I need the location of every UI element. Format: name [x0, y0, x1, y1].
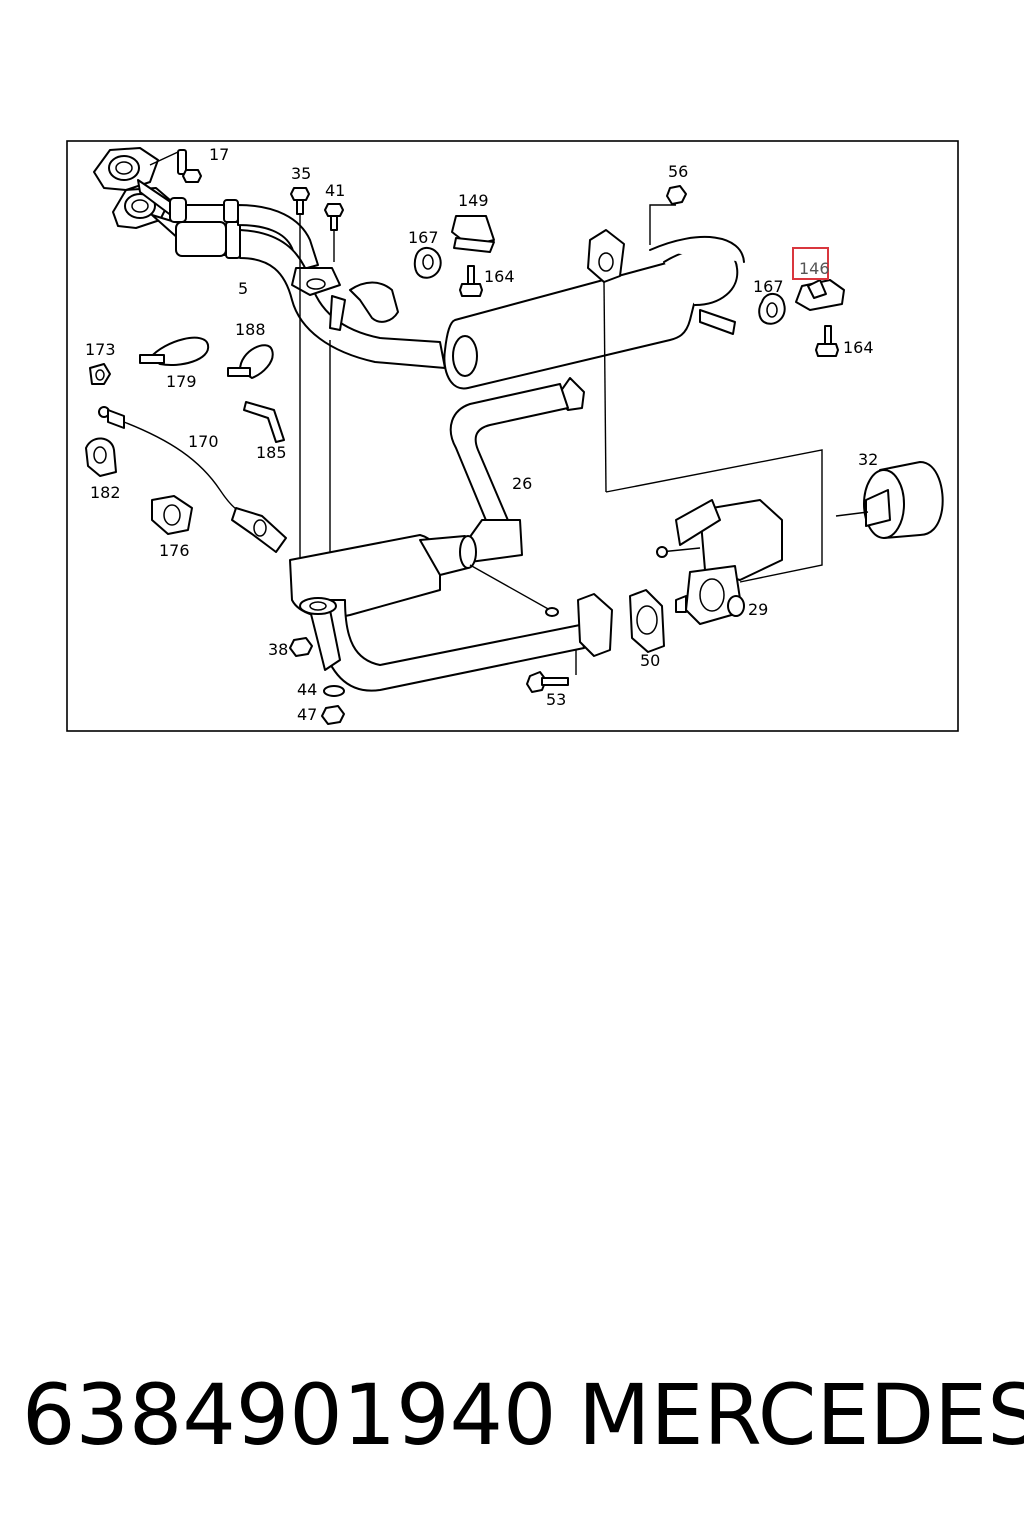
callout-167-left: 167: [408, 228, 439, 247]
washer-44: [323, 685, 345, 697]
highlight-box-146: [792, 247, 829, 280]
lower-pipe: [299, 597, 585, 692]
gasket-50: [629, 589, 665, 653]
catalytic-converter: [289, 534, 477, 619]
callout-26: 26: [512, 474, 532, 493]
callout-53: 53: [546, 690, 566, 709]
bolt-41: [324, 203, 344, 590]
callout-164-right: 164: [843, 338, 874, 357]
pipe-flange: [575, 593, 613, 675]
callout-188: 188: [235, 320, 266, 339]
rubber-mount-167-left: [413, 247, 442, 279]
callout-38: 38: [268, 640, 288, 659]
callout-170: 170: [188, 432, 219, 451]
callout-5: 5: [238, 279, 248, 298]
callout-35: 35: [291, 164, 311, 183]
callout-185: 185: [256, 443, 287, 462]
actuator-32: [835, 461, 944, 539]
callout-179: 179: [166, 372, 197, 391]
bolt-17: [149, 149, 202, 183]
callout-50: 50: [640, 651, 660, 670]
sensor-lead: [469, 564, 551, 611]
rubber-mount-167-right: [758, 293, 786, 325]
muffler-flange: [587, 229, 823, 583]
manifold-flange: [93, 147, 241, 259]
callout-176: 176: [159, 541, 190, 560]
nut-47: [321, 705, 345, 725]
bracket-146: [795, 279, 845, 311]
mount-149: [451, 215, 495, 253]
callout-47: 47: [297, 705, 317, 724]
part-number: 6384901940: [22, 1366, 557, 1464]
callout-44: 44: [297, 680, 317, 699]
callout-173: 173: [85, 340, 116, 359]
rear-muffler: [443, 235, 745, 390]
callout-164-left: 164: [484, 267, 515, 286]
clamp-179: [139, 336, 210, 366]
clip-173: [89, 363, 111, 385]
callout-182: 182: [90, 483, 121, 502]
front-pipe: [237, 204, 446, 369]
flap-valve-29: [656, 499, 783, 625]
oxygen-sensor-170: [98, 406, 287, 553]
brand-name: MERCEDES: [578, 1366, 1024, 1464]
bolt-164-left: [459, 265, 483, 297]
callout-167-right: 167: [753, 277, 784, 296]
nut-56: [649, 185, 687, 245]
intermediate-pipe: [449, 377, 585, 563]
clip-176: [151, 495, 193, 535]
callout-17: 17: [209, 145, 229, 164]
callout-41: 41: [325, 181, 345, 200]
holder-182: [85, 437, 117, 477]
callout-146: 146: [799, 259, 830, 278]
callout-32: 32: [858, 450, 878, 469]
bolt-164-right: [815, 325, 839, 357]
exhaust-system-diagram: 17 35 41 56 149 167 164 5 146 167 164 17…: [66, 140, 959, 732]
bracket-185: [243, 401, 285, 443]
nut-38: [289, 637, 313, 657]
callout-56: 56: [668, 162, 688, 181]
bolt-35: [290, 187, 310, 600]
bolt-53: [526, 671, 569, 693]
callout-29: 29: [748, 600, 768, 619]
callout-149: 149: [458, 191, 489, 210]
clamp-188: [227, 344, 274, 379]
